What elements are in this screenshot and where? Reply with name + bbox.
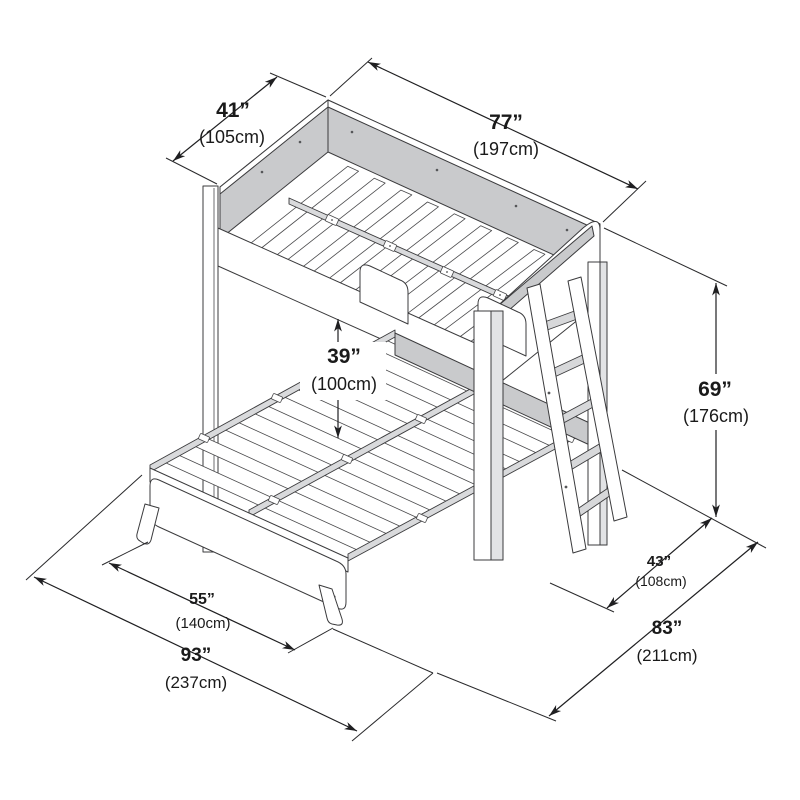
dim-69-inches: 69” xyxy=(698,378,732,401)
guardrail-left xyxy=(359,264,409,325)
dimension-93: 93” (237cm) xyxy=(25,474,434,742)
dimension-69: 69” (176cm) xyxy=(603,227,767,549)
dimension-annotations: 41” (105cm) 77” (197cm) 39” (100cm) 69” … xyxy=(25,57,767,742)
ladder-right-stringer xyxy=(567,276,628,522)
dim-43-inches: 43” xyxy=(647,553,671,570)
dimension-39: 39” (100cm) xyxy=(300,319,386,438)
dim-69-cm: (176cm) xyxy=(683,406,749,426)
dim-41-inches: 41” xyxy=(216,99,250,122)
dim-55-cm: (140cm) xyxy=(175,615,230,632)
dim-93-cm: (237cm) xyxy=(165,673,227,692)
dim-83-inches: 83” xyxy=(652,618,683,639)
dimension-83: 83” (211cm) xyxy=(436,541,759,722)
front-post xyxy=(473,310,504,561)
dim-93-inches: 93” xyxy=(181,645,212,666)
dim-77-inches: 77” xyxy=(489,111,523,134)
dim-39-inches: 39” xyxy=(327,345,361,368)
dim-77-cm: (197cm) xyxy=(473,139,539,159)
footboard-left-leg xyxy=(136,503,160,545)
dim-55-inches: 55” xyxy=(189,591,215,608)
dim-83-cm: (211cm) xyxy=(636,646,697,665)
dimension-77: 77” (197cm) xyxy=(329,57,647,223)
dim-39-cm: (100cm) xyxy=(311,374,377,394)
dim-41-cm: (105cm) xyxy=(199,127,265,147)
dimension-41: 41” (105cm) xyxy=(165,72,327,185)
dim-43-cm: (108cm) xyxy=(635,573,686,589)
left-post xyxy=(202,185,219,553)
ladder xyxy=(526,276,628,554)
